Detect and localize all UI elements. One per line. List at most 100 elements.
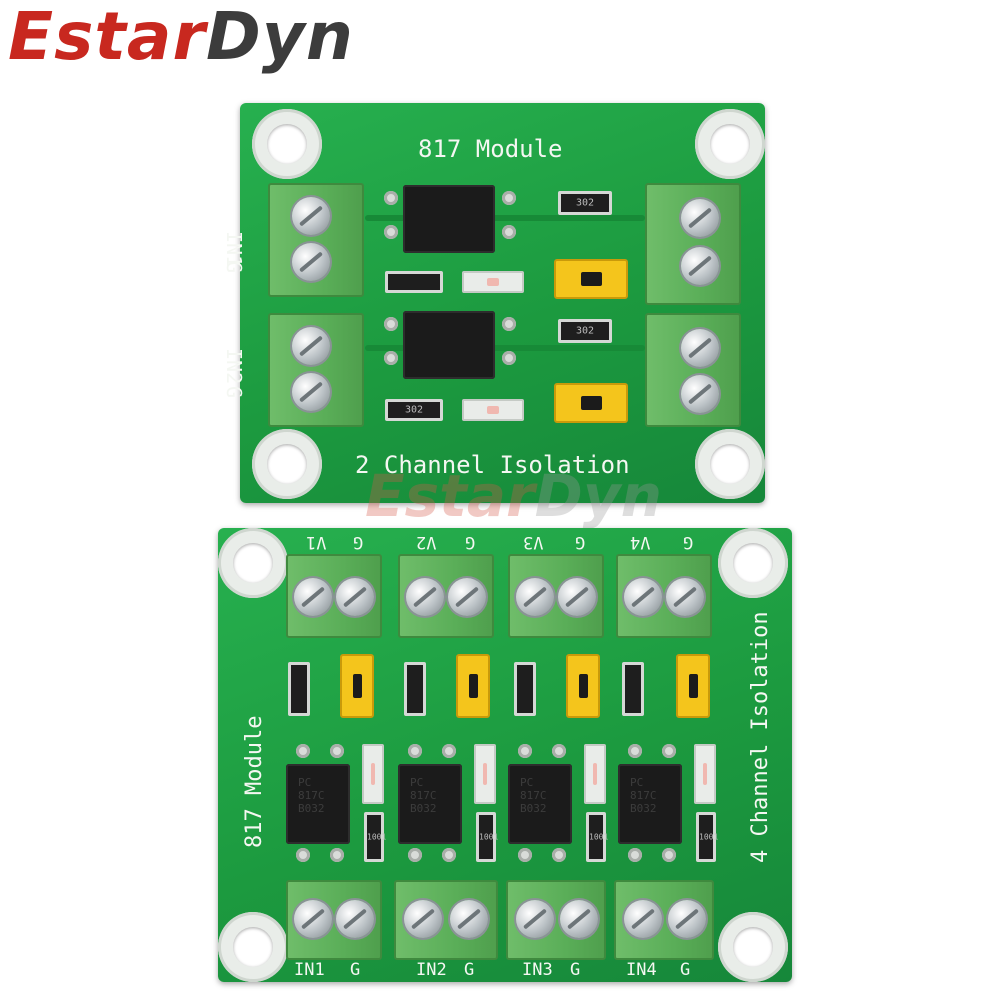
label-in4: IN4 — [626, 960, 657, 980]
solder-pad — [442, 848, 456, 862]
mounting-hole — [218, 912, 288, 982]
screw-terminal — [614, 880, 714, 960]
screw-icon — [666, 578, 704, 616]
solder-pad — [502, 191, 516, 205]
solder-pad — [408, 848, 422, 862]
resistor-code: 302 — [575, 197, 595, 209]
screw-icon — [448, 578, 486, 616]
solder-pad — [502, 317, 516, 331]
optocoupler-chip — [403, 185, 495, 253]
mounting-hole — [718, 912, 788, 982]
label-in2: IN2 — [222, 348, 246, 385]
smd-resistor: 1001 — [364, 812, 387, 862]
brand-watermark: EstarDyn — [365, 462, 662, 530]
resistor-code: 1001 — [479, 832, 499, 842]
screw-terminal — [268, 313, 364, 427]
solder-pad — [662, 848, 676, 862]
board-title: 817 Module — [418, 135, 563, 163]
screw-terminal — [268, 183, 364, 297]
solder-pad — [552, 848, 566, 862]
label-v3: V3 — [523, 532, 544, 552]
label-g: G — [353, 532, 364, 552]
screw-icon — [292, 197, 330, 235]
solder-pad — [442, 744, 456, 758]
smd-led — [462, 399, 524, 421]
label-in2: IN2 — [416, 960, 447, 980]
screw-terminal — [508, 554, 604, 638]
smd-resistor — [385, 271, 443, 293]
solder-pad — [296, 848, 310, 862]
label-g: G — [680, 960, 691, 980]
mounting-hole — [252, 109, 322, 179]
screw-icon — [516, 900, 554, 938]
resistor-code: 1001 — [699, 832, 719, 842]
screw-icon — [406, 578, 444, 616]
label-g: G — [683, 532, 694, 552]
screw-icon — [681, 199, 719, 237]
solder-pad — [384, 225, 398, 239]
solder-pad — [518, 744, 532, 758]
resistor-code: 1001 — [367, 832, 387, 842]
screw-icon — [668, 900, 706, 938]
mounting-hole — [695, 429, 765, 499]
solder-pad — [330, 848, 344, 862]
solder-pad — [628, 744, 642, 758]
jumper-cap — [340, 654, 374, 718]
smd-resistor: 302 — [558, 319, 612, 343]
solder-pad — [384, 317, 398, 331]
jumper-cap — [456, 654, 490, 718]
four-channel-board: V1 G V2 G V3 G V4 G 817 Module 4 Channel… — [218, 528, 792, 982]
screw-icon — [681, 247, 719, 285]
jumper-cap — [676, 654, 710, 718]
screw-icon — [450, 900, 488, 938]
label-g: G — [575, 532, 586, 552]
smd-led — [362, 744, 384, 804]
label-g: G — [465, 532, 476, 552]
label-g: G — [570, 960, 581, 980]
label-in1: IN1 — [294, 960, 325, 980]
solder-pad — [662, 744, 676, 758]
label-g: G — [222, 386, 246, 399]
smd-resistor — [622, 662, 644, 716]
smd-resistor — [514, 662, 536, 716]
mounting-hole — [218, 528, 288, 598]
smd-resistor: 1001 — [586, 812, 608, 862]
screw-icon — [560, 900, 598, 938]
resistor-code: 302 — [404, 404, 424, 416]
screw-terminal — [286, 554, 382, 638]
screw-terminal — [645, 183, 741, 305]
mounting-hole — [695, 109, 765, 179]
solder-pad — [330, 744, 344, 758]
screw-icon — [292, 327, 330, 365]
brand-logo: EstarDyn — [8, 0, 354, 75]
screw-terminal — [394, 880, 498, 960]
brand-logo-part1: Estar — [8, 0, 207, 75]
watermark-part2: Dyn — [534, 462, 662, 530]
label-in3: IN3 — [522, 960, 553, 980]
smd-led — [694, 744, 716, 804]
smd-led — [474, 744, 496, 804]
screw-icon — [336, 578, 374, 616]
screw-icon — [294, 578, 332, 616]
screw-icon — [292, 243, 330, 281]
screw-icon — [624, 900, 662, 938]
label-v4: V4 — [630, 532, 651, 552]
smd-led — [584, 744, 606, 804]
label-v2: V2 — [416, 532, 437, 552]
screw-icon — [516, 578, 554, 616]
smd-resistor: 302 — [385, 399, 443, 421]
solder-pad — [384, 351, 398, 365]
smd-resistor — [404, 662, 426, 716]
screw-icon — [292, 373, 330, 411]
pcb-trace — [365, 215, 645, 221]
two-channel-board: 817 Module 2 Channel Isolation IN1 G IN2… — [222, 103, 765, 503]
watermark-part1: Estar — [365, 462, 535, 530]
screw-icon — [681, 329, 719, 367]
screw-icon — [294, 900, 332, 938]
label-g: G — [350, 960, 361, 980]
screw-terminal — [645, 313, 741, 427]
